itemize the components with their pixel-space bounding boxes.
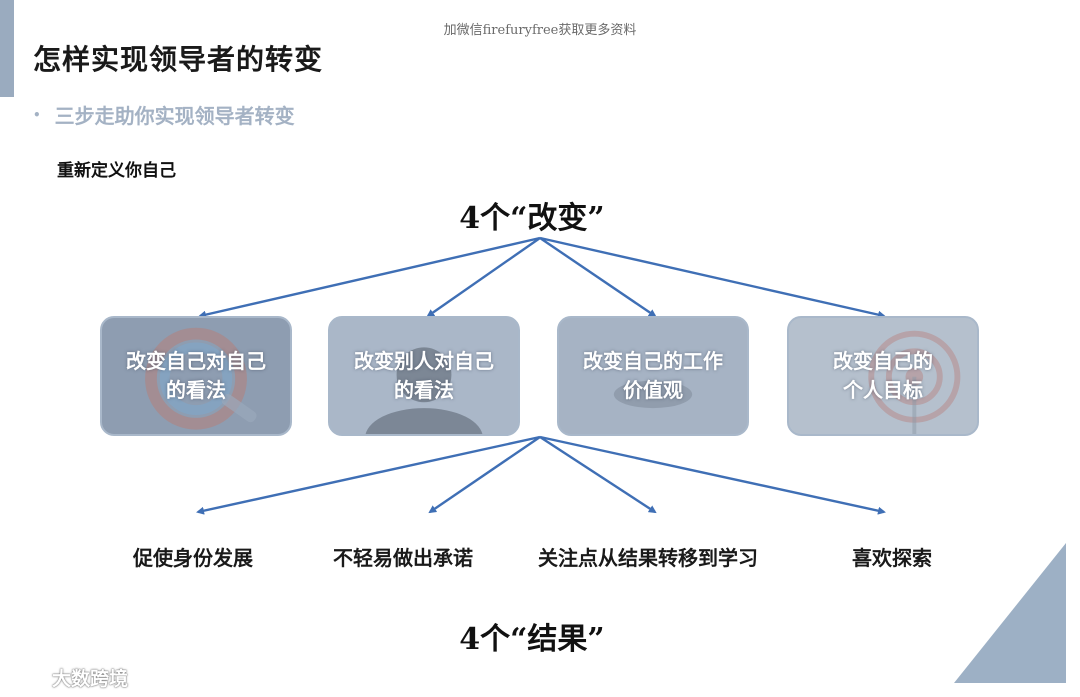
change-box-personal-goals: 改变自己的 个人目标 [787,316,979,436]
change-box-others-view: 改变别人对自己 的看法 [328,316,520,436]
arrow-bottom-1 [198,437,540,512]
arrow-top-4 [540,238,884,316]
brand-logo: 大数跨境 [12,664,128,691]
result-3: 关注点从结果转移到学习 [538,542,758,571]
change-label-1: 改变自己对自己 的看法 [126,347,266,405]
arrow-bottom-4 [540,437,884,512]
logo-text: 大数跨境 [52,664,128,691]
change-label-3: 改变自己的工作 价值观 [583,347,723,405]
change-box-self-view: 改变自己对自己 的看法 [100,316,292,436]
change-label-2: 改变别人对自己 的看法 [354,347,494,405]
results-heading: 4个“结果” [382,614,682,658]
arrow-bottom-3 [540,437,655,512]
result-2: 不轻易做出承诺 [333,542,473,571]
arrow-top-1 [200,238,540,316]
logo-mark-icon [12,667,46,689]
result-4: 喜欢探索 [852,542,932,571]
result-1: 促使身份发展 [133,542,253,571]
corner-triangle-decoration [954,543,1066,683]
change-label-4: 改变自己的 个人目标 [833,347,933,405]
arrow-top-3 [540,238,655,316]
change-box-work-values: 改变自己的工作 价值观 [557,316,749,436]
